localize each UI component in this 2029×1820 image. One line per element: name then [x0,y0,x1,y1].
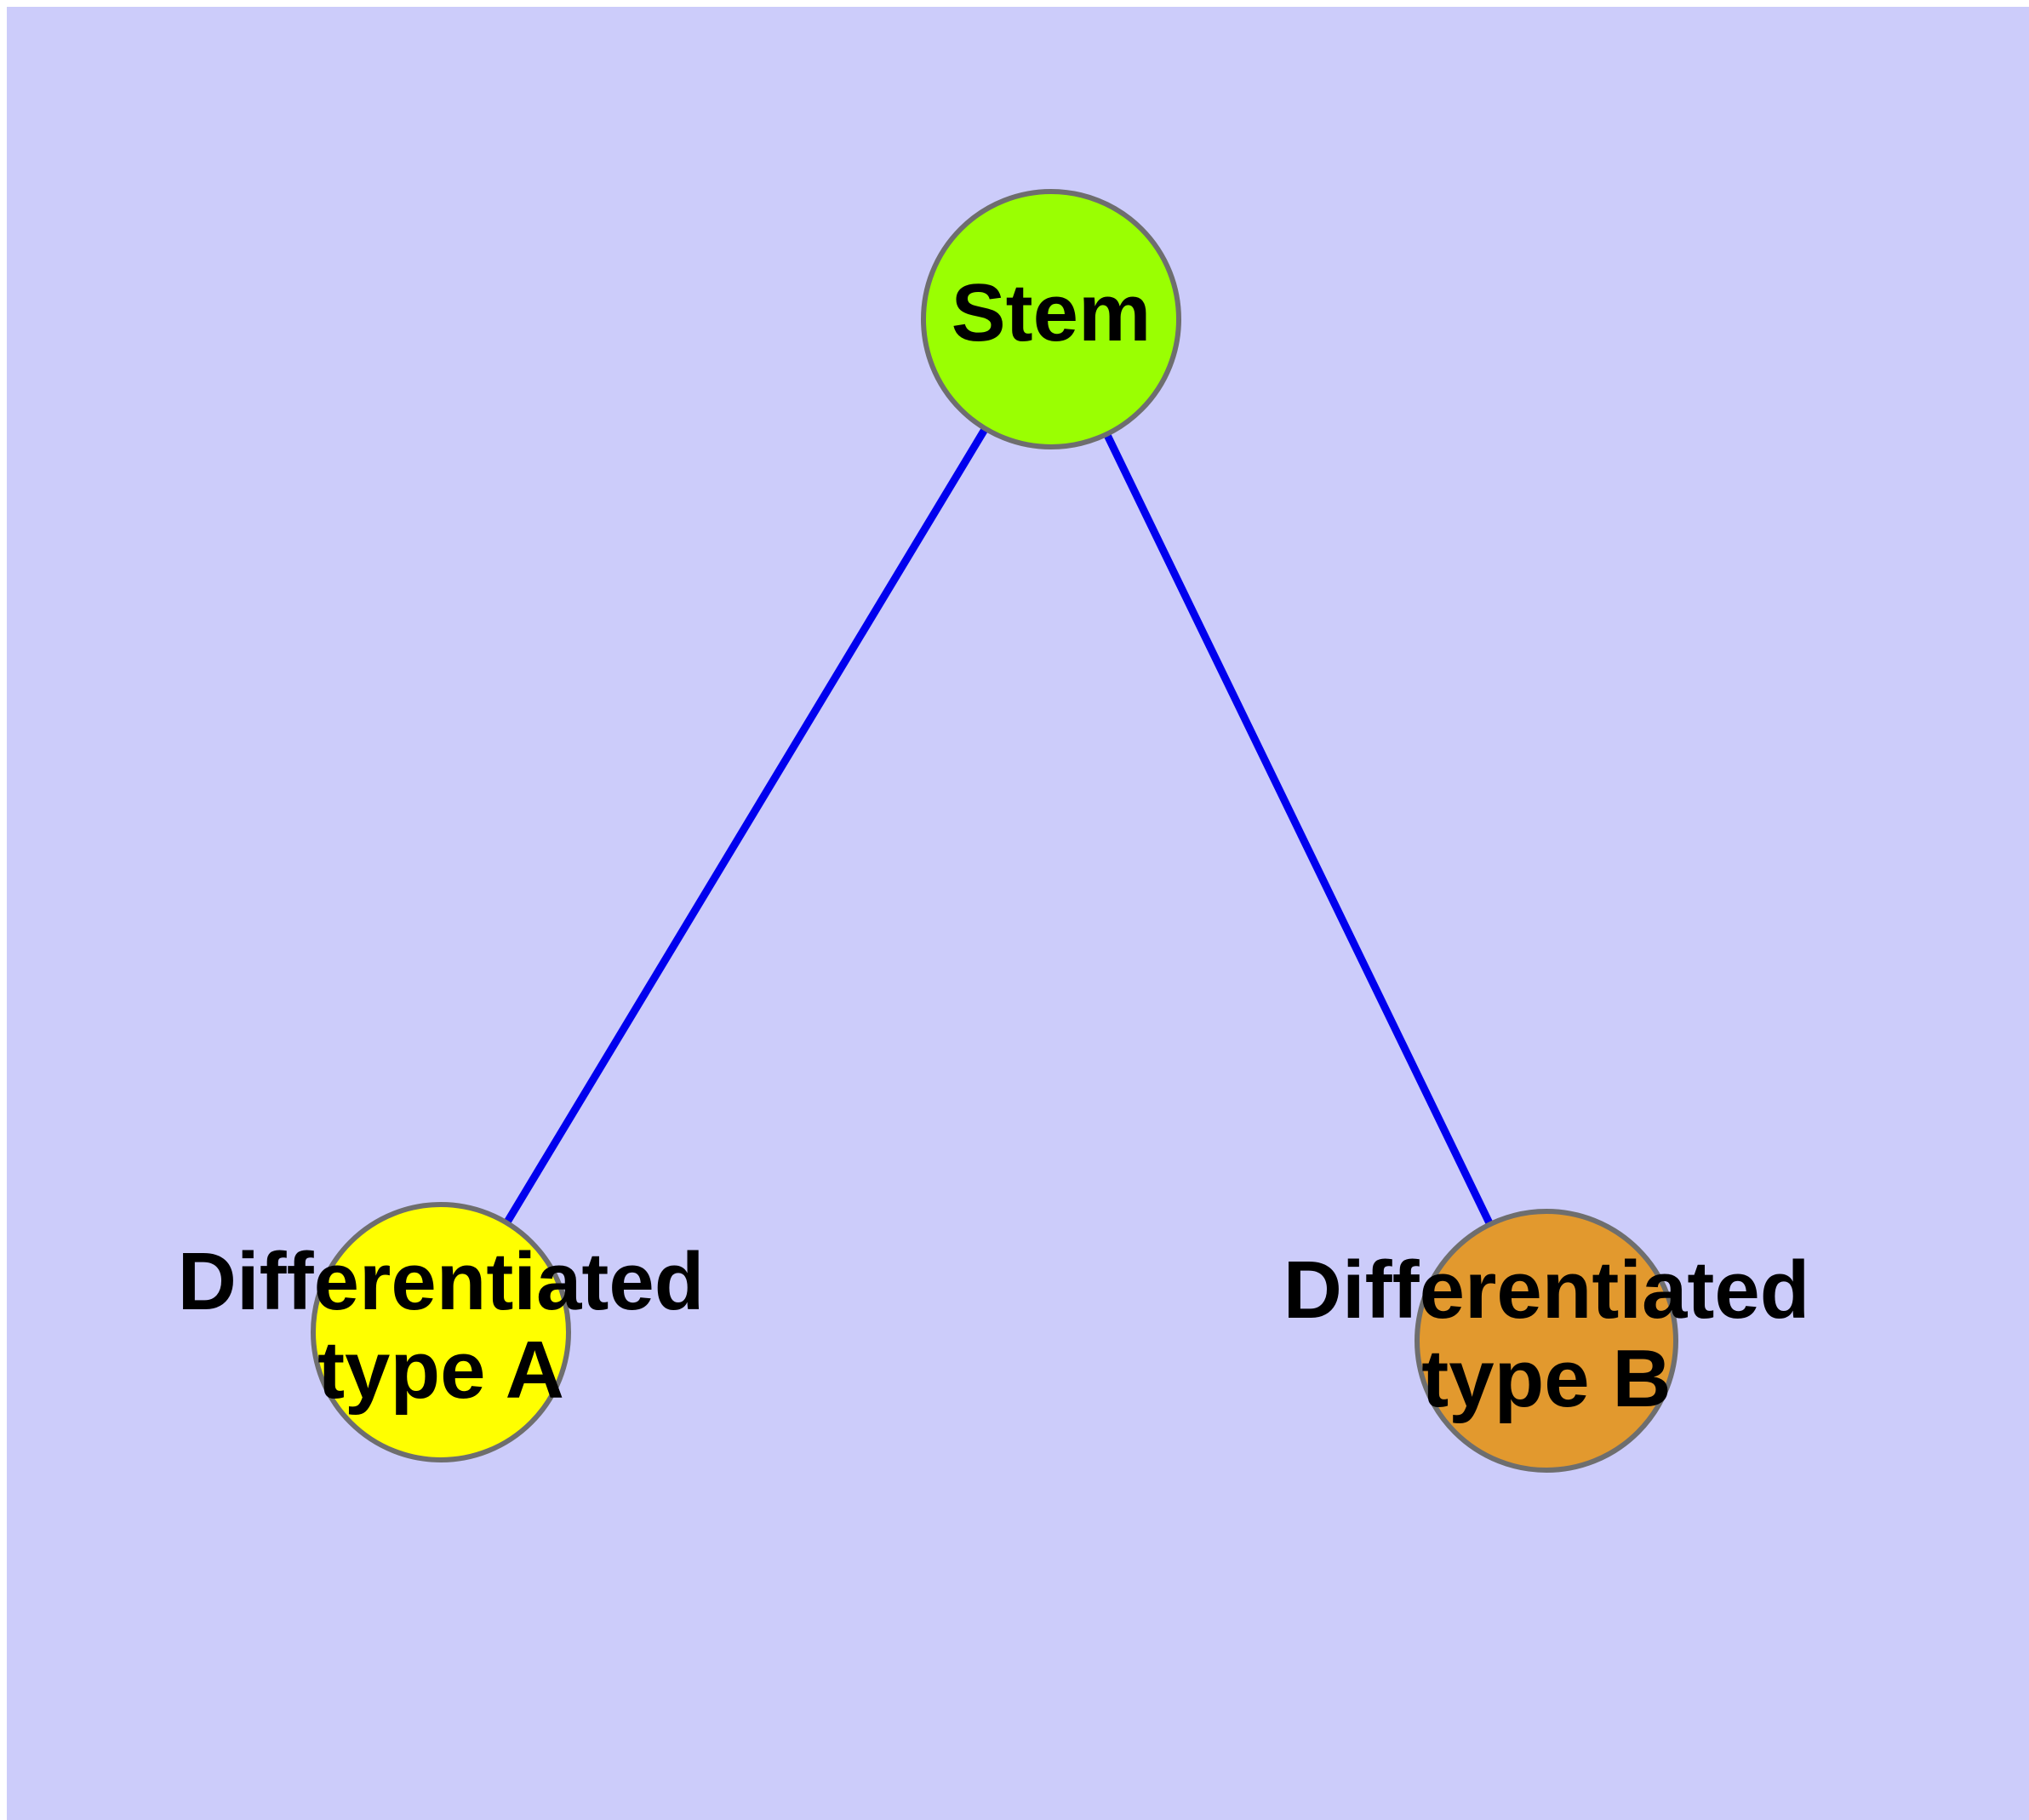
node-differentiated-type-b-circle[interactable] [1415,1209,1678,1473]
node-stem-circle[interactable] [921,189,1181,449]
node-stem[interactable] [921,189,1181,449]
node-differentiated-type-a[interactable] [311,1202,571,1462]
edge-stem-to-differentiated-type-b[interactable] [1047,318,1551,1342]
node-differentiated-type-b[interactable] [1415,1209,1678,1473]
edge-stem-to-differentiated-type-a[interactable] [437,317,1055,1335]
edge-layer [437,317,1551,1342]
node-layer [311,189,1678,1473]
node-stem-label: Stem [952,267,1152,358]
node-differentiated-type-a-circle[interactable] [311,1202,571,1462]
